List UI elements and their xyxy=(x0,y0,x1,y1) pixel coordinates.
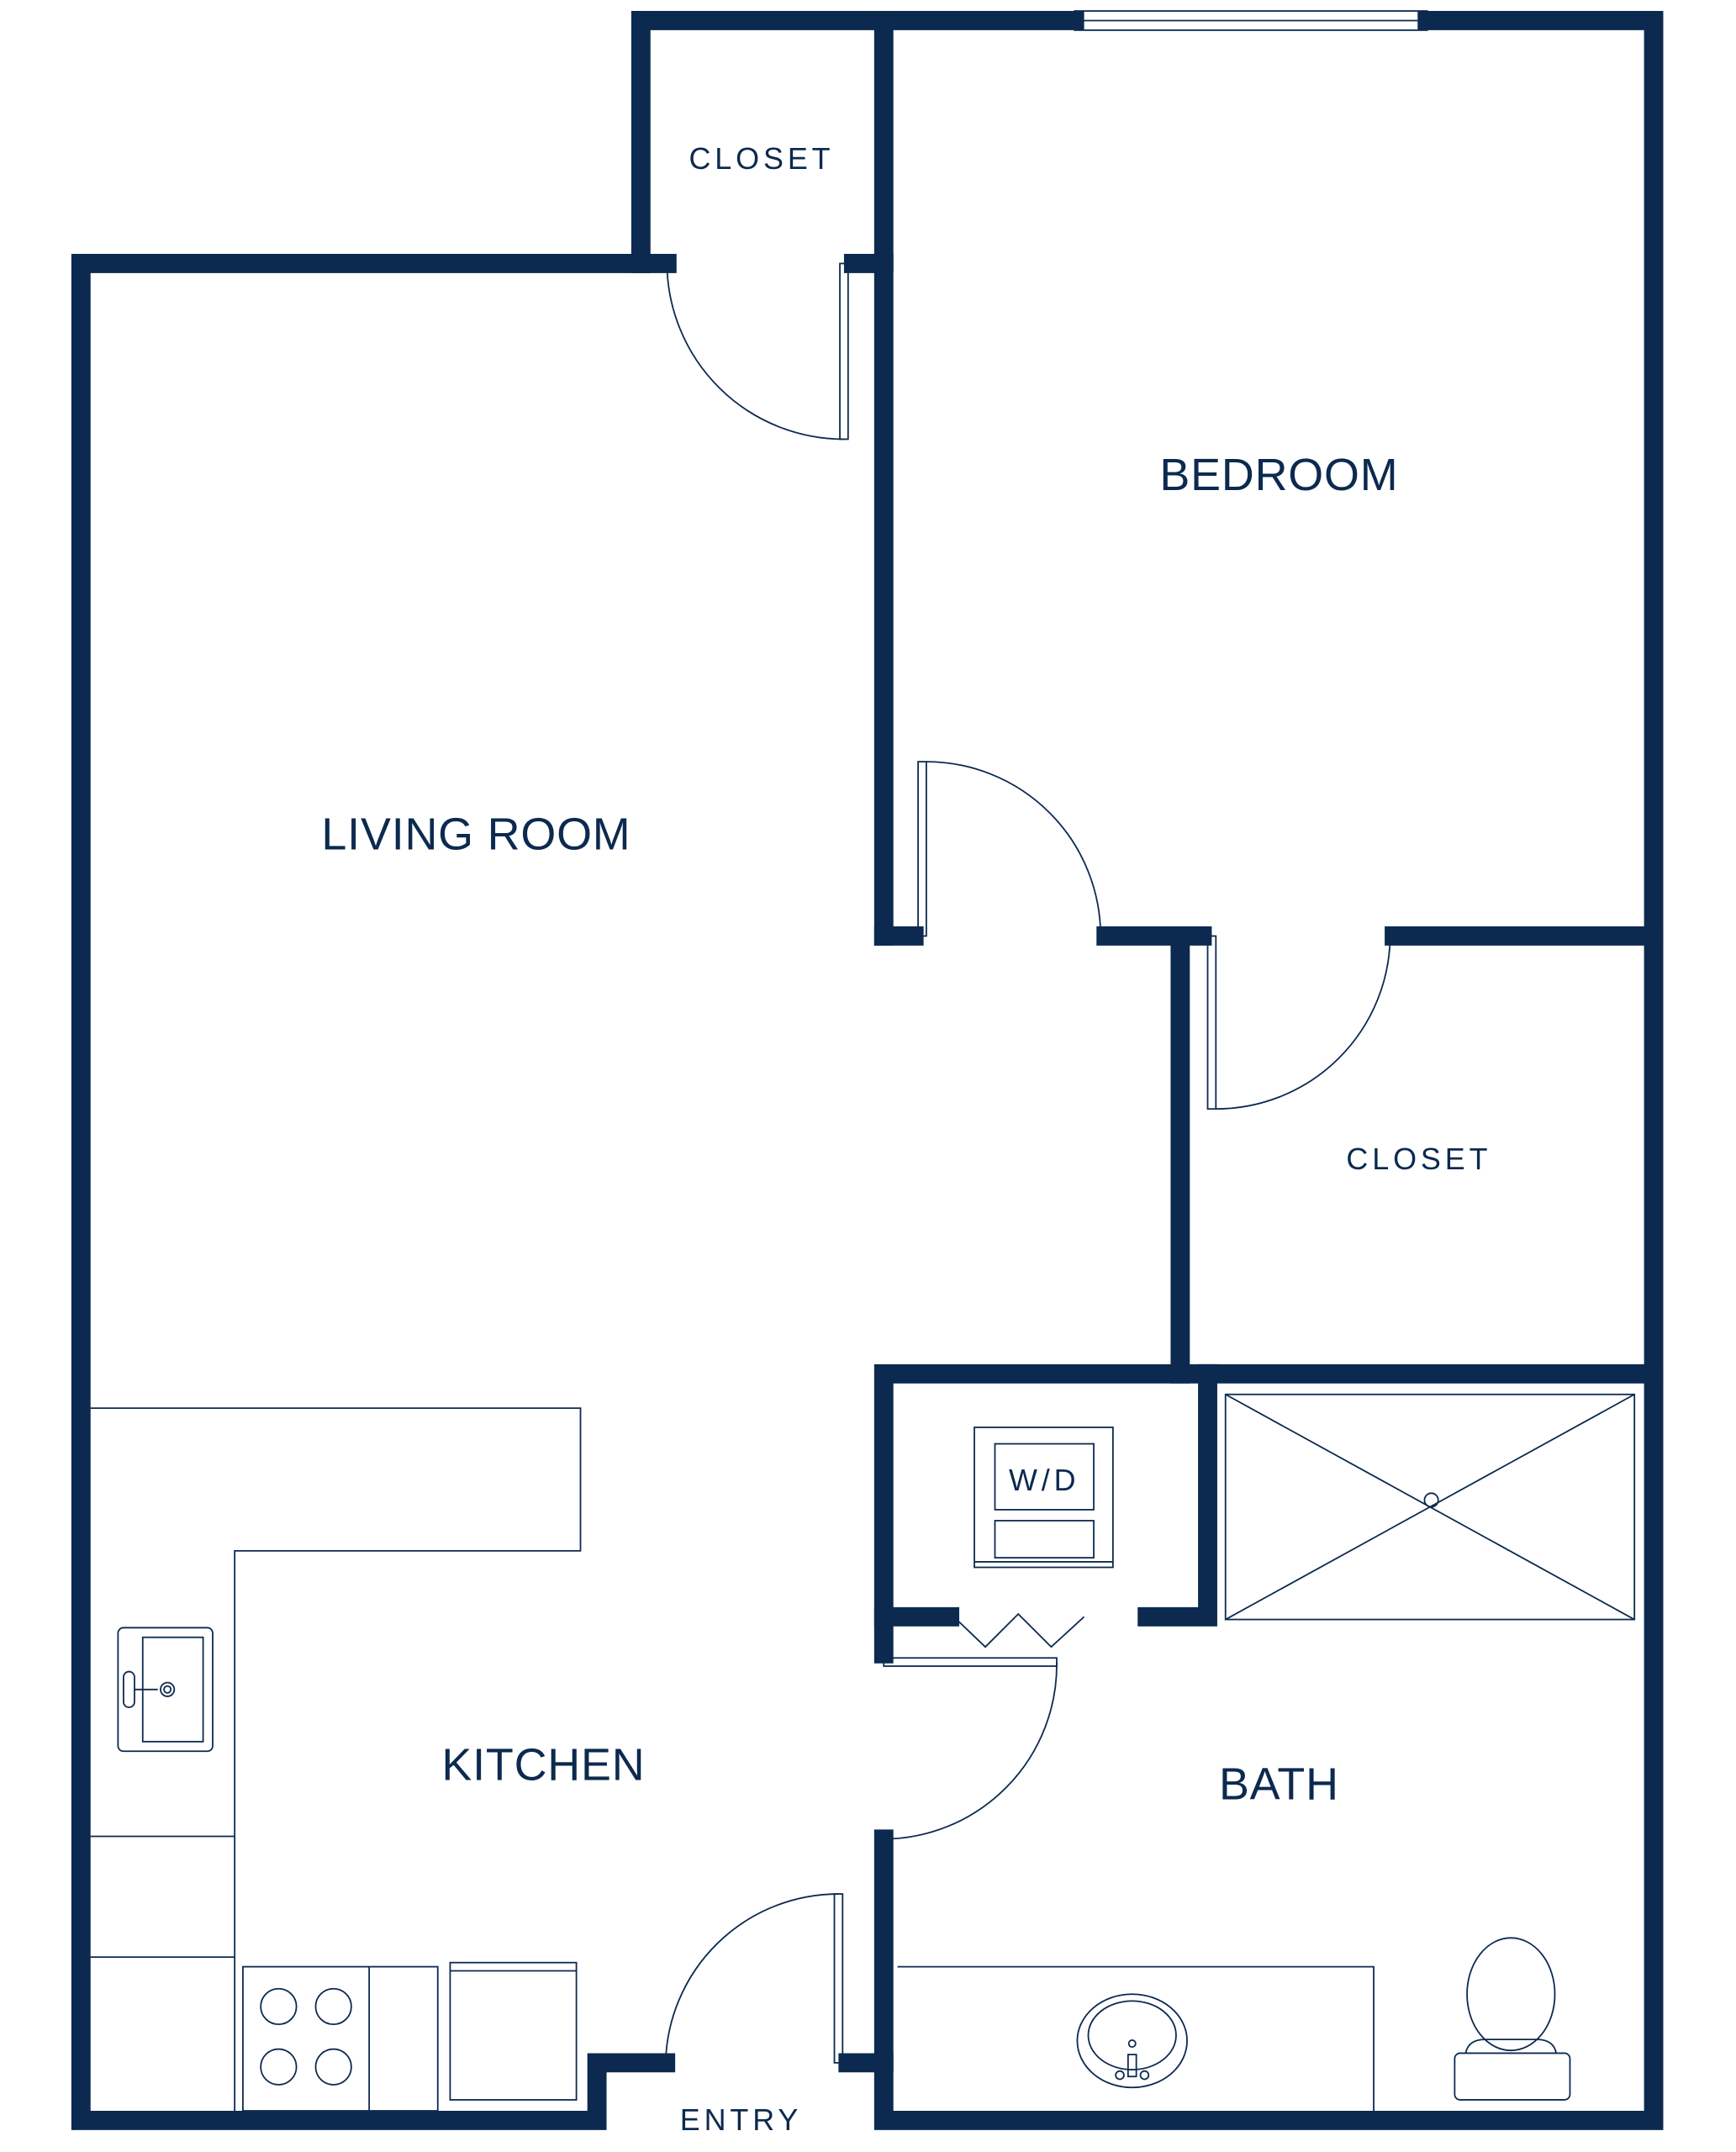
bedroom-label: BEDROOM xyxy=(1159,450,1398,500)
closet-top-door xyxy=(666,262,849,440)
closet-top-label: CLOSET xyxy=(689,141,834,176)
kitchen-sink-icon xyxy=(117,1627,214,1753)
laundry-fixtures xyxy=(974,1427,1114,1569)
toilet-icon xyxy=(1454,1937,1571,2101)
closet-right-door xyxy=(1206,935,1391,1110)
stove-icon xyxy=(242,1965,439,2112)
bath-door xyxy=(883,1657,1058,1840)
doors xyxy=(664,262,1391,2064)
walls xyxy=(71,11,1664,2130)
closet-right-label: CLOSET xyxy=(1346,1142,1491,1176)
entry-door xyxy=(664,1893,844,2064)
washer-dryer-label: W/D xyxy=(1009,1463,1079,1497)
entry-label: ENTRY xyxy=(680,2102,803,2137)
kitchen-fixtures xyxy=(90,1407,582,2112)
bath-label: BATH xyxy=(1219,1759,1339,1809)
kitchen-label: KITCHEN xyxy=(441,1740,645,1791)
room-labels: CLOSET BEDROOM LIVING ROOM CLOSET W/D KI… xyxy=(321,141,1491,2137)
living-room-label: LIVING ROOM xyxy=(321,810,631,860)
refrigerator-icon xyxy=(449,1961,578,2101)
shower-icon xyxy=(1224,1393,1636,1621)
bedroom-door xyxy=(917,761,1102,937)
bath-sink-icon xyxy=(1076,1993,1188,2089)
bath-fixtures xyxy=(897,1393,1636,2112)
window xyxy=(1074,10,1428,31)
bifold-door xyxy=(952,1612,1085,1648)
